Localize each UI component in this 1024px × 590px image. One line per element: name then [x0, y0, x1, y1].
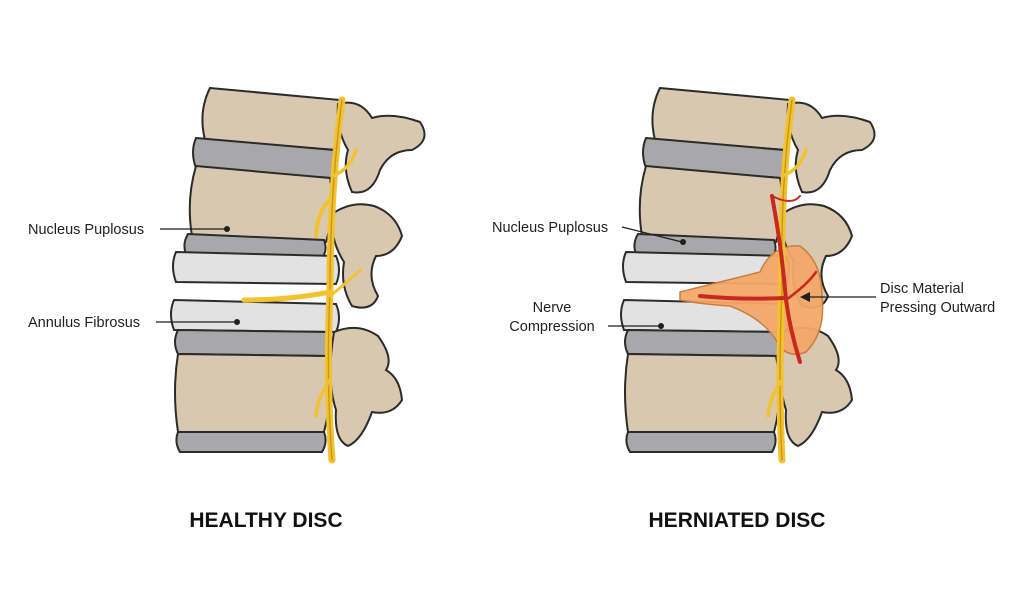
disc-material-label-line1: Disc Material [880, 281, 964, 297]
healthy-disc-light-upper [172, 250, 340, 286]
healthy-nucleus-label: Nucleus Puplosus [28, 222, 144, 238]
herniated-nucleus-leader [621, 226, 683, 243]
disc-material-label-line2: Pressing Outward [880, 300, 995, 316]
herniated-process-top [786, 101, 876, 194]
healthy-panel: Nucleus Puplosus Annulus Fibrosus HEALTH… [28, 86, 426, 532]
healthy-process-middle [330, 203, 404, 309]
healthy-annulus-dot [234, 319, 240, 325]
herniated-title: HERNIATED DISC [649, 509, 826, 532]
healthy-vertebra-lower [174, 352, 331, 433]
herniated-nucleus-dot [680, 239, 686, 245]
healthy-annulus-label: Annulus Fibrosus [28, 315, 140, 331]
nerve-compression-label-line2: Compression [509, 319, 594, 335]
herniated-nucleus-label: Nucleus Puplosus [492, 220, 608, 236]
healthy-process-lower [329, 326, 404, 448]
disc-material-arrowhead [800, 292, 810, 302]
healthy-disc-light-lower [170, 298, 340, 334]
inflamed-nerve [698, 194, 818, 364]
nerve-compression-label-line1: Nerve [533, 300, 572, 316]
healthy-title: HEALTHY DISC [189, 509, 342, 532]
herniated-panel: Nucleus Puplosus Nerve Compression Disc … [492, 86, 995, 532]
nerve-compression-dot [658, 323, 664, 329]
healthy-disc-bottom [174, 328, 333, 358]
herniated-nerve [766, 96, 808, 464]
herniated-disc-bottom [624, 328, 783, 358]
herniated-vertebra-lower [624, 352, 781, 433]
herniated-vertebra-middle [638, 164, 784, 244]
healthy-nucleus-dot [224, 226, 230, 232]
healthy-endplate-bottom [175, 431, 327, 453]
healthy-process-top [336, 101, 426, 194]
healthy-vertebra-middle [188, 164, 334, 244]
herniated-endplate-bottom [625, 431, 777, 453]
healthy-nerve [241, 96, 362, 464]
